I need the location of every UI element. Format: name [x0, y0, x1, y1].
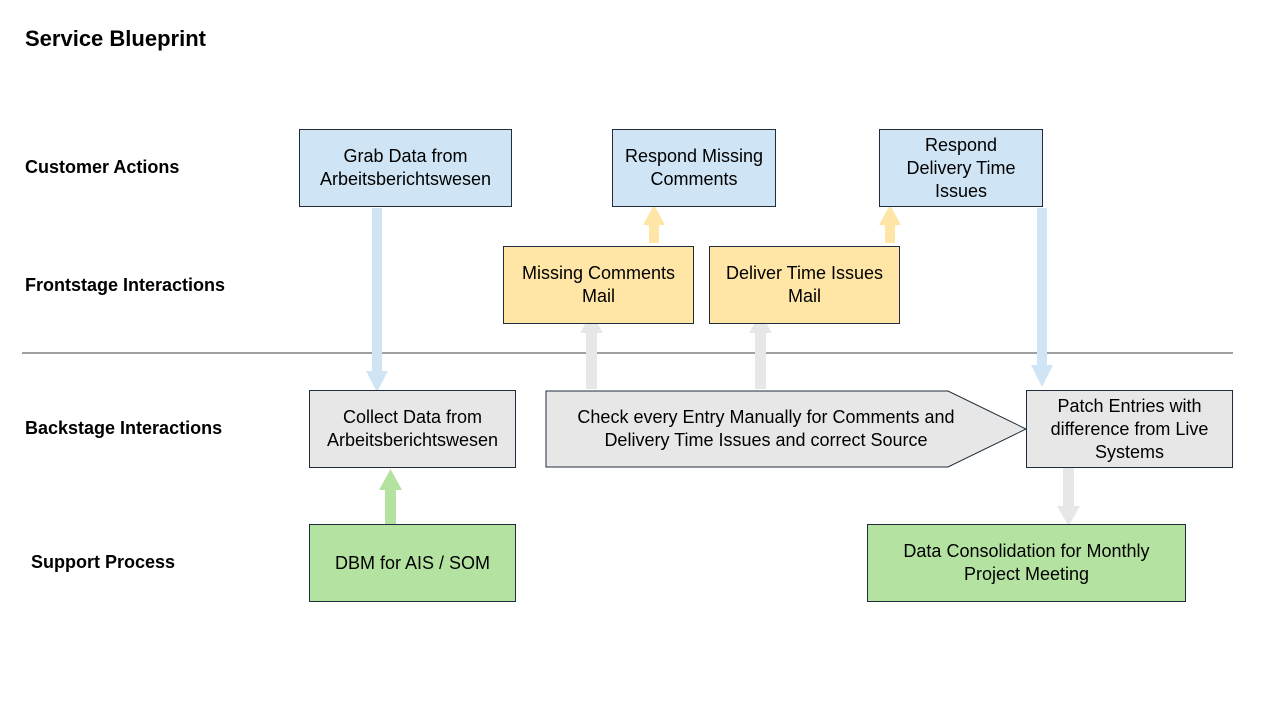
grab-data-box[interactable]: Grab Data from Arbeitsberichtswesen	[299, 129, 512, 207]
arrow-grab-to-collect	[366, 208, 388, 392]
deliver-time-issues-mail-box[interactable]: Deliver Time Issues Mail	[709, 246, 900, 324]
lane-label-backstage-interactions: Backstage Interactions	[25, 418, 223, 438]
respond-delivery-time-label: Respond Delivery Time Issues	[906, 134, 1016, 201]
dbm-box[interactable]: DBM for AIS / SOM	[309, 524, 516, 602]
data-consolidation-label: Data Consolidation for Monthly Project M…	[903, 541, 1150, 584]
missing-comments-mail-box[interactable]: Missing Comments Mail	[503, 246, 694, 324]
collect-data-label: Collect Data from Arbeitsberichtswesen	[326, 407, 499, 450]
arrow-respond-to-patch	[1031, 208, 1053, 387]
grab-data-label: Grab Data from Arbeitsberichtswesen	[319, 146, 492, 189]
arrow-check-to-deliver-mail	[749, 313, 772, 389]
check-entries-shape	[545, 390, 1028, 468]
arrow-patch-to-consolidation	[1057, 468, 1080, 526]
patch-entries-label: Patch Entries with difference from Live …	[1050, 395, 1209, 462]
arrow-dbm-to-collect	[379, 469, 402, 524]
collect-data-box[interactable]: Collect Data from Arbeitsberichtswesen	[309, 390, 516, 468]
missing-comments-mail-label: Missing Comments Mail	[521, 263, 676, 306]
respond-missing-comments-label: Respond Missing Comments	[624, 146, 764, 189]
page-title: Service Blueprint	[25, 26, 206, 51]
arrow-missing-mail-to-respond	[643, 205, 665, 243]
check-entries-label: Check every Entry Manually for Comments …	[577, 407, 955, 450]
lane-label-frontstage-interactions: Frontstage Interactions	[25, 275, 226, 295]
check-entries-box[interactable]: Check every Entry Manually for Comments …	[546, 391, 986, 467]
lane-label-customer-actions: Customer Actions	[25, 157, 180, 177]
patch-entries-box[interactable]: Patch Entries with difference from Live …	[1026, 390, 1233, 468]
respond-missing-comments-box[interactable]: Respond Missing Comments	[612, 129, 776, 207]
arrow-deliver-mail-to-respond	[879, 205, 901, 243]
data-consolidation-box[interactable]: Data Consolidation for Monthly Project M…	[867, 524, 1186, 602]
respond-delivery-time-box[interactable]: Respond Delivery Time Issues	[879, 129, 1043, 207]
lane-label-support-process: Support Process	[31, 552, 176, 572]
dbm-label: DBM for AIS / SOM	[334, 552, 491, 573]
arrow-check-to-missing-mail	[580, 313, 603, 389]
deliver-time-issues-mail-label: Deliver Time Issues Mail	[725, 263, 884, 306]
